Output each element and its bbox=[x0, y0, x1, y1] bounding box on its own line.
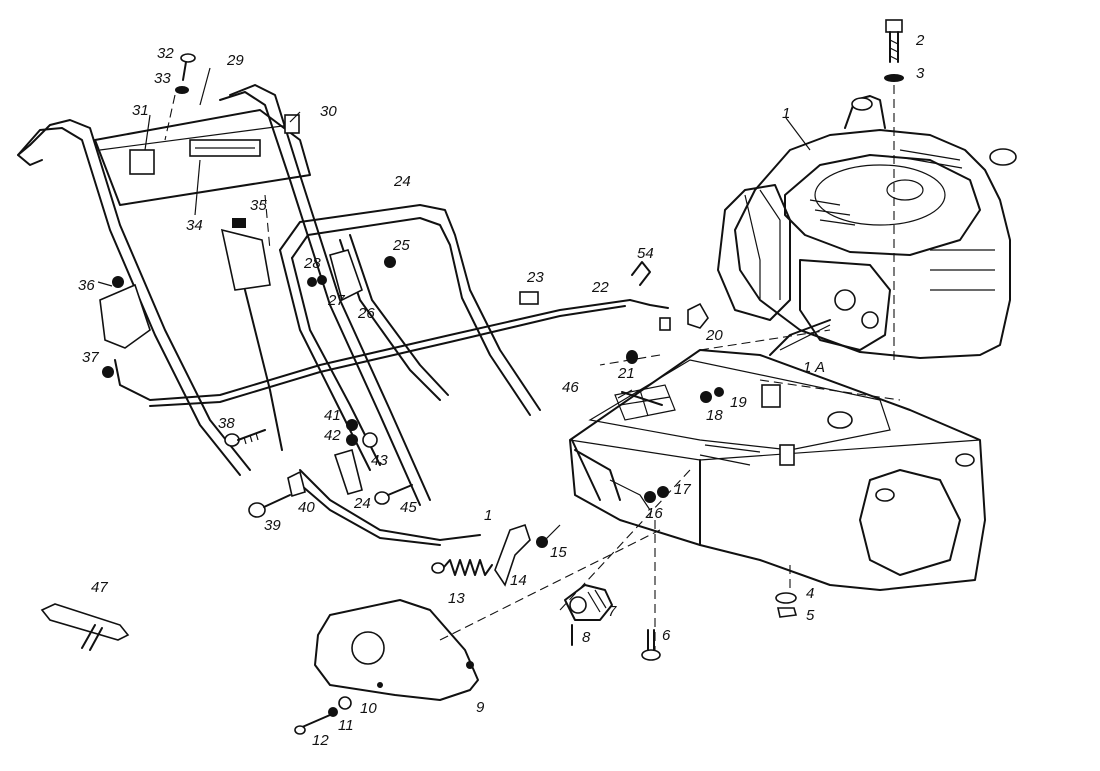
label-30: 30 bbox=[320, 103, 337, 120]
bolt-12 bbox=[294, 714, 331, 735]
label-45: 45 bbox=[400, 499, 417, 516]
bolt-6 bbox=[641, 629, 661, 661]
label-28: 28 bbox=[303, 255, 321, 272]
lever-14 bbox=[494, 523, 531, 587]
label-26: 26 bbox=[357, 305, 375, 322]
label-11: 11 bbox=[338, 717, 354, 734]
washer-33 bbox=[175, 86, 189, 94]
label-24: 24 bbox=[393, 173, 411, 190]
cover-9 bbox=[314, 599, 479, 701]
bolt-45 bbox=[374, 484, 413, 505]
nut-25 bbox=[384, 256, 396, 268]
nuts-41-42 bbox=[346, 419, 358, 446]
nut-43 bbox=[362, 432, 378, 448]
label-38: 38 bbox=[218, 415, 235, 432]
wheel-adapter-7 bbox=[564, 584, 613, 621]
label-29: 29 bbox=[226, 52, 244, 69]
label-43: 43 bbox=[371, 452, 388, 469]
bushing-21 bbox=[626, 317, 671, 364]
nuts-18-19 bbox=[700, 387, 724, 403]
lower-handle bbox=[279, 204, 541, 471]
nut-5 bbox=[777, 607, 798, 618]
nut-4 bbox=[775, 592, 797, 604]
label-20: 20 bbox=[705, 327, 723, 344]
mount-46 bbox=[621, 391, 663, 406]
label-21: 21 bbox=[617, 365, 635, 382]
bolt-38 bbox=[224, 429, 266, 447]
clip-20 bbox=[687, 302, 709, 329]
washer-10 bbox=[338, 696, 352, 710]
label-13: 13 bbox=[448, 590, 465, 607]
wrench-47 bbox=[40, 603, 130, 651]
label-18: 18 bbox=[706, 407, 723, 424]
clip-40 bbox=[287, 470, 306, 498]
label-15: 15 bbox=[550, 544, 567, 561]
spring-13 bbox=[431, 559, 493, 576]
bracket-44 bbox=[333, 448, 363, 495]
label-5: 5 bbox=[806, 607, 815, 624]
bolt-39 bbox=[248, 494, 291, 518]
control-cable bbox=[114, 299, 669, 546]
nuts-28 bbox=[307, 275, 327, 287]
label-14: 14 bbox=[510, 572, 527, 589]
label-17: 17 bbox=[674, 481, 691, 498]
label-1a: 1 A bbox=[803, 359, 825, 376]
label-32: 32 bbox=[157, 45, 174, 62]
label-36: 36 bbox=[78, 277, 95, 294]
label-33: 33 bbox=[154, 70, 171, 87]
label-35: 35 bbox=[250, 197, 267, 214]
label-8: 8 bbox=[582, 629, 591, 646]
label-31: 31 bbox=[132, 102, 149, 119]
clip-23 bbox=[519, 291, 539, 305]
label-41: 41 bbox=[324, 407, 341, 424]
label-47: 47 bbox=[91, 579, 108, 596]
label-40: 40 bbox=[298, 499, 315, 516]
label-1b: 1 bbox=[484, 507, 492, 524]
washer-3 bbox=[884, 74, 904, 82]
label-37: 37 bbox=[82, 349, 99, 366]
label-54: 54 bbox=[637, 245, 654, 262]
label-39: 39 bbox=[264, 517, 281, 534]
label-12: 12 bbox=[312, 732, 329, 749]
upper-handle bbox=[17, 84, 431, 506]
label-10: 10 bbox=[360, 700, 377, 717]
label-42: 42 bbox=[324, 427, 341, 444]
label-23: 23 bbox=[526, 269, 544, 286]
label-24b: 24 bbox=[353, 495, 371, 512]
nut-15 bbox=[536, 536, 548, 548]
nuts-16-17 bbox=[644, 486, 669, 503]
label-22: 22 bbox=[591, 279, 609, 296]
bracket-36 bbox=[99, 276, 151, 378]
label-19: 19 bbox=[730, 394, 747, 411]
label-2: 2 bbox=[915, 32, 925, 49]
label-25: 25 bbox=[392, 237, 410, 254]
label-9: 9 bbox=[476, 699, 485, 716]
label-1: 1 bbox=[782, 105, 790, 122]
label-6: 6 bbox=[662, 627, 671, 644]
label-7: 7 bbox=[608, 603, 617, 620]
label-27: 27 bbox=[327, 292, 345, 309]
bolt-2 bbox=[885, 19, 903, 63]
label-4: 4 bbox=[806, 585, 814, 602]
label-3: 3 bbox=[916, 65, 925, 82]
engine bbox=[717, 95, 1017, 359]
clip-54 bbox=[631, 261, 651, 286]
label-46: 46 bbox=[562, 379, 579, 396]
label-34: 34 bbox=[186, 217, 203, 234]
label-16: 16 bbox=[646, 505, 663, 522]
mower-deck bbox=[569, 349, 986, 591]
screw-32 bbox=[180, 53, 196, 81]
bracket-35 bbox=[220, 218, 283, 451]
